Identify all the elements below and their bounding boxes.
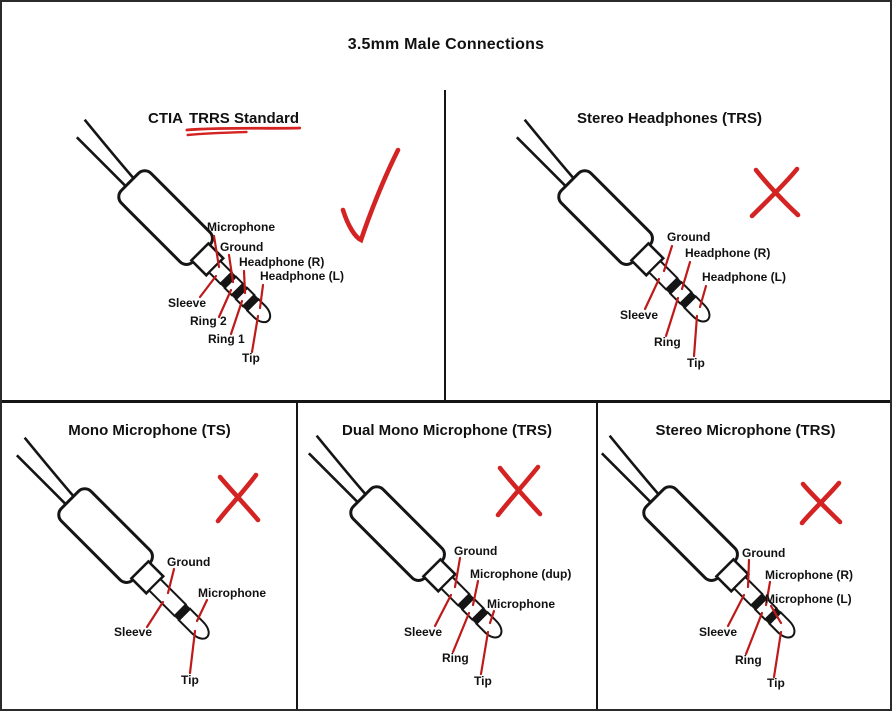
leader-line xyxy=(250,314,260,354)
label-headphone-r: Headphone (R) xyxy=(685,246,771,260)
label-microphone-l: Microphone (L) xyxy=(765,592,852,606)
leader-line xyxy=(195,598,209,623)
leader-line xyxy=(166,567,176,595)
label-ground: Ground xyxy=(167,555,211,569)
panel-ctia-trrs: CTIA TRRS Standard Microphone Ground Head… xyxy=(2,90,445,401)
panel-stereo-headphones: Stereo Headphones (TRS) Ground Headphone… xyxy=(445,90,890,401)
leader-line xyxy=(643,277,661,311)
leader-line xyxy=(451,611,471,654)
leader-line xyxy=(188,629,197,675)
page-title: 3.5mm Male Connections xyxy=(347,36,545,53)
ts-connector-illustration xyxy=(2,429,261,675)
leader-line xyxy=(217,288,233,319)
leader-line xyxy=(746,558,751,589)
trs-connector-illustration xyxy=(499,111,801,358)
label-tip: Tip xyxy=(767,676,785,690)
leader-line xyxy=(198,274,218,299)
label-ring-2: Ring 2 xyxy=(190,314,227,328)
label-ring: Ring xyxy=(735,653,762,667)
red-underline-annotation xyxy=(185,126,302,137)
leader-line xyxy=(229,299,244,336)
trrs-connector-illustration xyxy=(59,111,401,354)
label-microphone-r: Microphone (R) xyxy=(765,568,853,582)
leader-line xyxy=(471,579,480,607)
label-tip: Tip xyxy=(181,673,199,687)
label-tip: Tip xyxy=(242,351,260,365)
checkmark-annotation xyxy=(340,147,401,244)
label-sleeve: Sleeve xyxy=(620,308,659,322)
label-sleeve: Sleeve xyxy=(168,296,207,310)
trs-connector-illustration xyxy=(297,427,543,676)
label-ring: Ring xyxy=(442,651,469,665)
leader-line xyxy=(769,604,783,625)
leader-line xyxy=(662,244,674,273)
x-mark-annotation xyxy=(215,472,261,524)
leader-line xyxy=(664,296,680,338)
label-microphone-dup: Microphone (dup) xyxy=(470,567,572,581)
leader-line xyxy=(680,260,692,291)
leader-line xyxy=(726,593,746,628)
panel-title-stereo-headphones: Stereo Headphones (TRS) xyxy=(576,110,763,127)
panel-title-ctia-trrs: CTIA TRRS Standard xyxy=(2,110,445,137)
divider-vertical-top xyxy=(444,90,446,401)
panel-title-stereo-microphone: Stereo Microphone (TRS) xyxy=(655,422,836,439)
panel-mono-microphone: Mono Microphone (TS) Ground Microphone S… xyxy=(2,402,297,709)
label-ground: Ground xyxy=(667,230,711,244)
trs-connector-illustration xyxy=(597,427,843,679)
panel-title-underlined: TRRS Standard xyxy=(188,110,299,127)
label-ring: Ring xyxy=(654,335,681,349)
leader-line xyxy=(692,314,699,358)
divider-vertical-bottom-left xyxy=(296,403,298,709)
panel-dual-mono-microphone: Dual Mono Microphone (TRS) Ground Microp… xyxy=(297,402,597,709)
leader-line xyxy=(145,600,165,629)
leader-line xyxy=(242,269,247,295)
x-mark-annotation xyxy=(495,464,543,518)
leader-line xyxy=(479,630,490,676)
label-ground: Ground xyxy=(220,240,264,254)
label-ring-1: Ring 1 xyxy=(208,332,245,346)
label-headphone-l: Headphone (L) xyxy=(702,270,786,284)
leader-line xyxy=(698,284,708,309)
x-mark-annotation xyxy=(799,480,843,526)
label-ground: Ground xyxy=(454,544,498,558)
divider-vertical-bottom-right xyxy=(596,403,598,709)
panel-title-mono-microphone: Mono Microphone (TS) xyxy=(68,422,231,439)
panel-title-dual-mono-microphone: Dual Mono Microphone (TRS) xyxy=(342,422,552,439)
leader-line xyxy=(488,609,496,625)
leader-line xyxy=(227,253,235,284)
leader-line xyxy=(212,234,221,269)
label-sleeve: Sleeve xyxy=(404,625,443,639)
x-mark-annotation xyxy=(749,166,801,219)
label-microphone: Microphone xyxy=(487,597,555,611)
leader-line xyxy=(744,611,764,656)
leader-line xyxy=(772,630,783,679)
divider-horizontal xyxy=(2,400,890,403)
label-headphone-l: Headphone (L) xyxy=(260,269,344,283)
label-sleeve: Sleeve xyxy=(114,625,153,639)
panel-stereo-microphone: Stereo Microphone (TRS) Ground Microphon… xyxy=(597,402,890,709)
leader-line xyxy=(433,593,453,628)
label-microphone: Microphone xyxy=(198,586,266,600)
label-microphone: Microphone xyxy=(207,220,275,234)
leader-line xyxy=(764,580,772,607)
label-sleeve: Sleeve xyxy=(699,625,738,639)
label-ground: Ground xyxy=(742,546,786,560)
label-headphone-r: Headphone (R) xyxy=(239,255,325,269)
label-tip: Tip xyxy=(687,356,705,370)
leader-line xyxy=(258,283,265,310)
leader-line xyxy=(453,556,462,589)
label-tip: Tip xyxy=(474,674,492,688)
panel-title-prefix: CTIA xyxy=(147,110,183,127)
